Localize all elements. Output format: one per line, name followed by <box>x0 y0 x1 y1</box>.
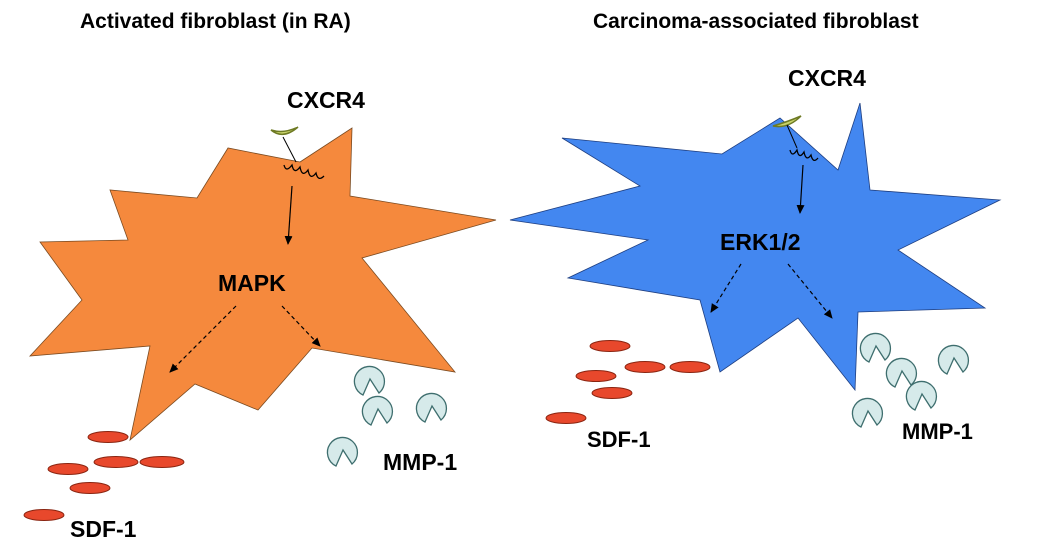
receptor-label: CXCR4 <box>788 65 866 91</box>
receptor-stalk <box>786 124 798 149</box>
kinase-label: MAPK <box>218 270 286 296</box>
sdf1-group <box>545 340 711 424</box>
mmp1-label: MMP-1 <box>902 419 973 444</box>
sdf1-icon <box>624 361 666 373</box>
sdf1-icon <box>23 509 65 521</box>
mmp1-icon <box>851 397 884 428</box>
dashed-arrow-to-mmp1 <box>281 305 321 347</box>
kinase-label: ERK1/2 <box>720 229 801 255</box>
mmp1-icon <box>885 357 918 388</box>
sdf1-icon <box>669 361 711 373</box>
transmembrane-coil <box>283 163 325 180</box>
mmp1-icon <box>361 395 394 426</box>
sdf1-icon <box>139 456 185 468</box>
receptor-label: CXCR4 <box>287 87 365 113</box>
mmp1-icon <box>415 392 448 423</box>
signal-arrow <box>284 185 293 245</box>
sdf1-icon <box>87 431 129 443</box>
panel-carcinoma-associated-fibroblast: Carcinoma-associated fibroblast CXCR4 ER… <box>509 10 1002 452</box>
sdf1-icon <box>589 340 631 352</box>
sdf1-icon <box>69 482 111 494</box>
receptor-icon <box>270 126 299 136</box>
receptor-icon <box>772 115 802 128</box>
mmp1-group <box>851 332 970 428</box>
transmembrane-coil <box>789 148 819 162</box>
activated-fibroblast-cell <box>29 127 497 442</box>
panel-title: Activated fibroblast (in RA) <box>80 10 351 33</box>
dashed-arrow-to-sdf1 <box>710 263 742 313</box>
sdf1-icon <box>545 412 587 424</box>
panel-title: Carcinoma-associated fibroblast <box>593 10 919 33</box>
mmp1-icon <box>905 380 938 411</box>
mmp1-label: MMP-1 <box>383 449 457 475</box>
sdf1-icon <box>591 387 633 399</box>
carcinoma-fibroblast-cell <box>509 102 1002 392</box>
dashed-arrow-to-mmp1 <box>787 263 833 319</box>
sdf1-icon <box>93 456 139 468</box>
sdf1-group <box>23 431 185 521</box>
mmp1-group <box>326 365 448 467</box>
sdf1-label: SDF-1 <box>70 516 137 542</box>
sdf1-label: SDF-1 <box>587 427 651 452</box>
mmp1-icon <box>937 344 970 375</box>
mmp1-icon <box>859 332 892 363</box>
mmp1-icon <box>326 436 359 467</box>
sdf1-icon <box>47 463 89 475</box>
panel-activated-fibroblast: Activated fibroblast (in RA) CXCR4 MAPK … <box>23 10 497 542</box>
signal-arrow <box>796 164 805 214</box>
mmp1-icon <box>353 365 386 396</box>
receptor-stalk <box>282 136 297 163</box>
dashed-arrow-to-sdf1 <box>169 305 237 373</box>
sdf1-icon <box>575 370 617 382</box>
